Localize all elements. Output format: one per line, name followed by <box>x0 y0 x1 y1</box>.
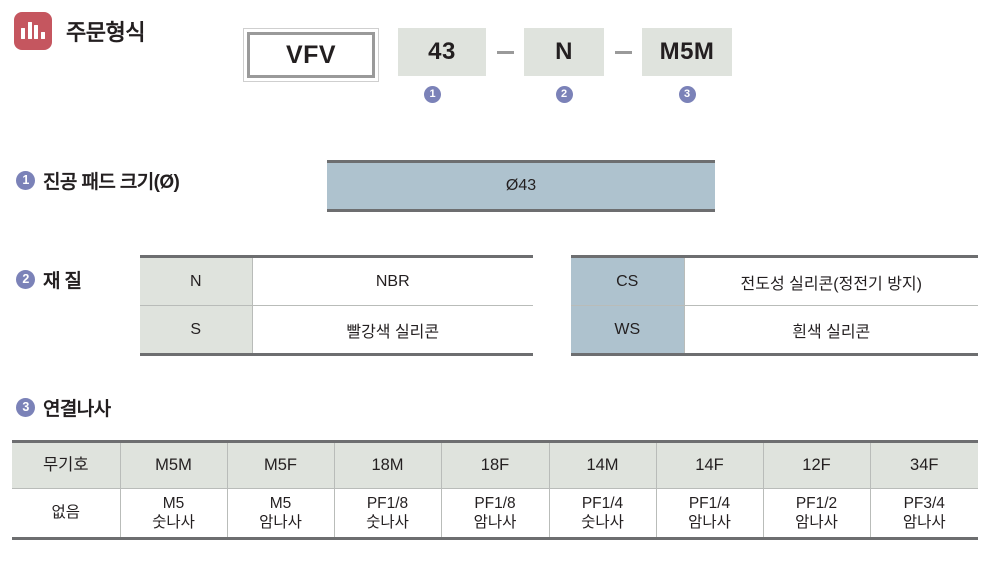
section-2-title: 재 질 <box>43 271 82 292</box>
thread-value-cell: 없음 <box>12 488 121 540</box>
thread-value-cell: M5 암나사 <box>226 488 335 540</box>
bar-chart-icon <box>14 12 52 50</box>
material-code: WS <box>571 305 685 356</box>
thread-header-cell: 18F <box>440 440 550 489</box>
material-code: N <box>140 255 253 306</box>
table-row: CS 전도성 실리콘(정전기 방지) <box>571 255 978 306</box>
order-code-segment-3: M5M 3 <box>642 28 732 103</box>
thread-table: 무기호 M5M M5F 18M 18F 14M 14F 12F 34F 없음 M… <box>12 440 978 540</box>
material-desc: 빨강색 실리콘 <box>251 305 533 356</box>
pad-size-bar: Ø43 <box>327 160 715 212</box>
material-desc: 전도성 실리콘(정전기 방지) <box>683 255 978 306</box>
series-box-outer: VFV <box>243 28 379 82</box>
thread-value-cell: M5 숫나사 <box>119 488 228 540</box>
code-separator-1 <box>486 28 524 76</box>
thread-value-cell: PF1/8 암나사 <box>440 488 550 540</box>
thread-header-cell: 18M <box>333 440 442 489</box>
page-header: 주문형식 <box>14 12 145 50</box>
table-row: S 빨강색 실리콘 <box>140 305 533 356</box>
thread-header-cell: 14F <box>655 440 764 489</box>
order-code-row: VFV 43 1 N 2 M5M 3 <box>243 28 732 103</box>
thread-header-cell: 12F <box>762 440 871 489</box>
page-title: 주문형식 <box>66 20 145 45</box>
thread-value-cell: PF3/4 암나사 <box>869 488 978 540</box>
material-table-right: CS 전도성 실리콘(정전기 방지) WS 흰색 실리콘 <box>571 255 978 356</box>
thread-table-value-row: 없음 M5 숫나사 M5 암나사 PF1/8 숫나사 PF1/8 암나사 PF1… <box>12 488 978 540</box>
order-code-segment-1: 43 1 <box>379 28 486 103</box>
order-code-series: VFV <box>243 28 379 82</box>
thread-value-cell: PF1/4 암나사 <box>655 488 764 540</box>
order-code-segment-2: N 2 <box>524 28 604 103</box>
material-code: S <box>140 305 253 356</box>
section-3-label: 3 연결나사 <box>16 394 111 421</box>
series-code-value: VFV <box>250 35 372 75</box>
thread-value-cell: PF1/8 숫나사 <box>333 488 442 540</box>
table-row: N NBR <box>140 255 533 306</box>
material-desc: 흰색 실리콘 <box>683 305 978 356</box>
section-2-marker: 2 <box>16 270 35 289</box>
material-desc: NBR <box>251 255 533 306</box>
thread-table-header-row: 무기호 M5M M5F 18M 18F 14M 14F 12F 34F <box>12 440 978 489</box>
thread-header-cell: M5F <box>226 440 335 489</box>
section-3-title: 연결나사 <box>43 399 111 420</box>
segment-value-1: 43 <box>398 28 486 76</box>
section-1-title: 진공 패드 크기(Ø) <box>43 172 180 193</box>
section-2-label: 2 재 질 <box>16 266 82 293</box>
segment-marker-1: 1 <box>424 86 441 103</box>
segment-value-2: N <box>524 28 604 76</box>
section-3-marker: 3 <box>16 398 35 417</box>
series-box-frame: VFV <box>247 32 375 78</box>
thread-value-cell: PF1/2 암나사 <box>762 488 871 540</box>
material-code: CS <box>571 255 685 306</box>
thread-header-cell: 14M <box>548 440 657 489</box>
segment-value-3: M5M <box>642 28 732 76</box>
thread-header-cell: 무기호 <box>12 440 121 489</box>
thread-header-cell: 34F <box>869 440 978 489</box>
thread-value-cell: PF1/4 숫나사 <box>548 488 657 540</box>
material-table-left: N NBR S 빨강색 실리콘 <box>140 255 533 356</box>
segment-marker-2: 2 <box>555 86 573 103</box>
section-1-marker: 1 <box>16 171 35 190</box>
segment-marker-3: 3 <box>678 86 696 103</box>
table-row: WS 흰색 실리콘 <box>571 305 978 356</box>
section-1-label: 1 진공 패드 크기(Ø) <box>16 167 180 194</box>
code-separator-2 <box>604 28 642 76</box>
thread-header-cell: M5M <box>119 440 228 489</box>
